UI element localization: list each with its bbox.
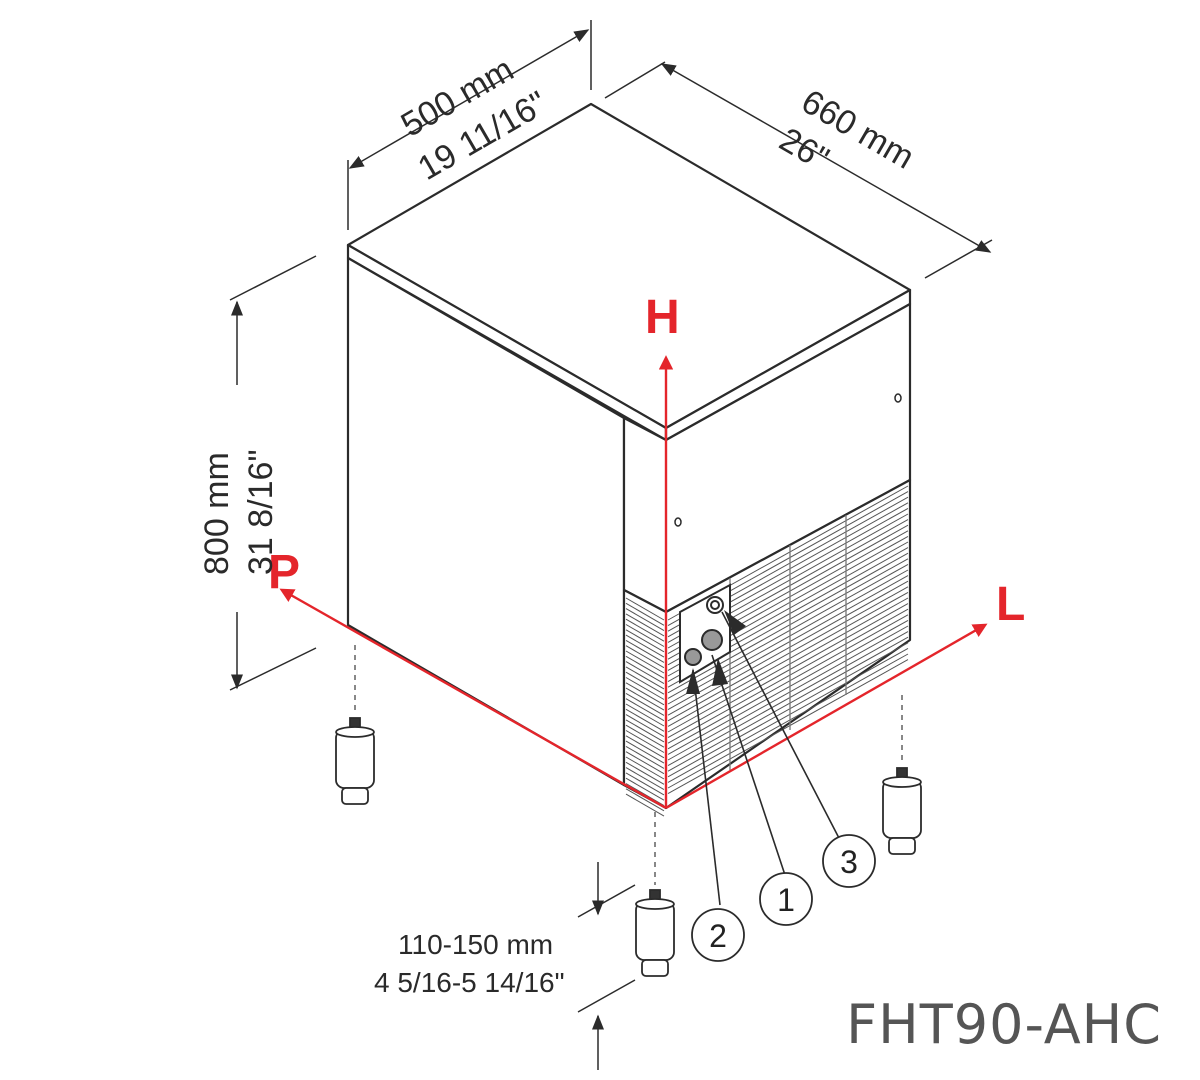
vent-slat xyxy=(625,756,665,780)
axis-l-label: L xyxy=(996,578,1025,631)
vent-slat xyxy=(625,613,665,637)
vent-slat xyxy=(625,634,665,658)
feet-mm-text: 110-150 mm xyxy=(398,929,553,960)
connector-3-icon xyxy=(706,596,724,614)
screw-icon xyxy=(674,517,682,527)
callout-1: 1 xyxy=(759,872,813,926)
vent-slat xyxy=(625,793,665,817)
vent-slat xyxy=(625,788,665,812)
vent-louvres xyxy=(625,485,909,817)
vent-slat xyxy=(625,783,665,806)
vent-slat xyxy=(625,639,665,663)
callout-1-label: 1 xyxy=(777,882,795,918)
vent-slat xyxy=(625,655,665,679)
vent-slat xyxy=(625,777,665,801)
vent-slat xyxy=(667,603,909,739)
vent-slat xyxy=(667,659,909,795)
vent-slat xyxy=(667,647,909,783)
vent-slat xyxy=(625,629,665,653)
axis-p-line xyxy=(279,588,667,810)
vent-slat xyxy=(625,745,665,769)
vent-slat xyxy=(667,563,909,699)
vent-slat xyxy=(625,740,665,764)
vent-slat xyxy=(625,761,665,785)
height-in-text: 31 8/16" xyxy=(242,449,280,575)
vent-slat xyxy=(667,631,909,767)
screws xyxy=(674,393,902,527)
vent-slat xyxy=(667,653,909,789)
vent-slat xyxy=(625,602,665,626)
vent-slat xyxy=(667,608,909,744)
callout-2-label: 2 xyxy=(709,918,727,954)
vent-slat xyxy=(625,624,665,647)
callout-3: 3 xyxy=(822,834,876,888)
vent-slat xyxy=(667,558,909,694)
vent-slat xyxy=(667,586,909,722)
callout-leaders xyxy=(692,611,841,906)
foot-guides xyxy=(354,645,903,885)
vent-slat xyxy=(667,580,909,716)
callout-arrowheads xyxy=(686,610,746,694)
vent-slat xyxy=(667,625,909,761)
vent-slat xyxy=(667,619,909,755)
vent-slat xyxy=(625,714,665,738)
vent-slat xyxy=(625,767,665,791)
vent-slat xyxy=(625,719,665,743)
vent-slat xyxy=(625,661,665,685)
depth-dimension: 660 mm 26" xyxy=(773,82,920,178)
dimension-lines xyxy=(229,20,993,1070)
vent-slat xyxy=(667,642,909,778)
cabinet xyxy=(346,102,912,810)
height-mm-text: 800 mm xyxy=(198,452,236,575)
model-label: FHT90-AHC xyxy=(846,993,1162,1056)
vent-slat xyxy=(625,677,665,700)
vent-slat xyxy=(625,772,665,796)
vent-slat xyxy=(625,703,665,727)
vent-slat xyxy=(667,614,909,750)
vent-slat xyxy=(625,698,665,722)
vent-slat xyxy=(625,730,665,753)
vent-slat xyxy=(667,591,909,727)
height-dimension: 800 mm 31 8/16" xyxy=(198,449,280,575)
connector-1-icon xyxy=(701,629,723,651)
vent-slat xyxy=(667,575,909,711)
vent-slat xyxy=(625,645,665,669)
vent-slat xyxy=(625,682,665,706)
feet xyxy=(335,717,922,977)
connection-plate xyxy=(679,583,731,684)
vent-slat xyxy=(625,597,665,621)
vent-slat xyxy=(625,692,665,716)
screw-icon xyxy=(894,393,902,403)
vent-slat xyxy=(667,636,909,772)
axis-l-line xyxy=(665,623,988,810)
red-axes xyxy=(279,355,988,810)
vent-slat xyxy=(625,671,665,695)
connector-2-icon xyxy=(684,648,702,666)
vent-slat xyxy=(625,751,665,775)
callout-3-label: 3 xyxy=(840,844,858,880)
axis-p-label: P xyxy=(268,546,300,599)
vent-slat xyxy=(625,724,665,748)
feet-in-text: 4 5/16-5 14/16" xyxy=(374,967,565,998)
vent-slat xyxy=(625,708,665,732)
leveling-foot-icon xyxy=(635,889,675,977)
vent-slat xyxy=(667,597,909,733)
vent-slat xyxy=(625,608,665,632)
leveling-foot-icon xyxy=(335,717,375,805)
vent-slat xyxy=(625,650,665,674)
axis-h-label: H xyxy=(645,291,680,344)
vent-slat xyxy=(625,687,665,711)
vent-slat xyxy=(667,569,909,705)
vent-slat xyxy=(625,666,665,690)
callout-2: 2 xyxy=(691,908,745,962)
leveling-foot-icon xyxy=(882,767,922,855)
vent-slat xyxy=(625,618,665,642)
vent-slat xyxy=(625,735,665,759)
